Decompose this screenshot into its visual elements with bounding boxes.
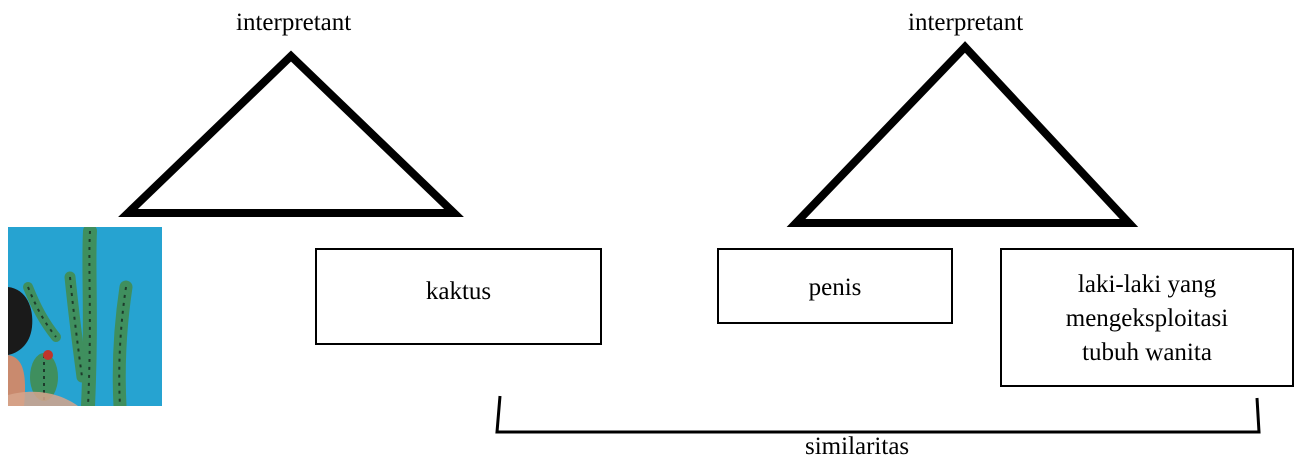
cactus-illustration [8, 227, 162, 406]
left-interpretant-label: interpretant [236, 9, 352, 36]
penis-label: penis [808, 274, 862, 301]
meaning-box: laki-laki yang mengeksploitasi tubuh wan… [1000, 248, 1294, 387]
similaritas-label: similaritas [805, 433, 910, 460]
kaktus-box: kaktus [315, 248, 602, 345]
right-interpretant-label: interpretant [908, 9, 1024, 36]
kaktus-label: kaktus [425, 278, 492, 305]
meaning-line-1: laki-laki yang [1077, 271, 1217, 298]
penis-box: penis [717, 248, 953, 324]
left-triangle [118, 50, 464, 217]
right-triangle [786, 41, 1139, 227]
similarity-bracket [495, 395, 1261, 434]
meaning-line-2: mengeksploitasi [1065, 305, 1229, 332]
meaning-line-3: tubuh wanita [1082, 339, 1212, 366]
cactus-photo [8, 227, 162, 406]
